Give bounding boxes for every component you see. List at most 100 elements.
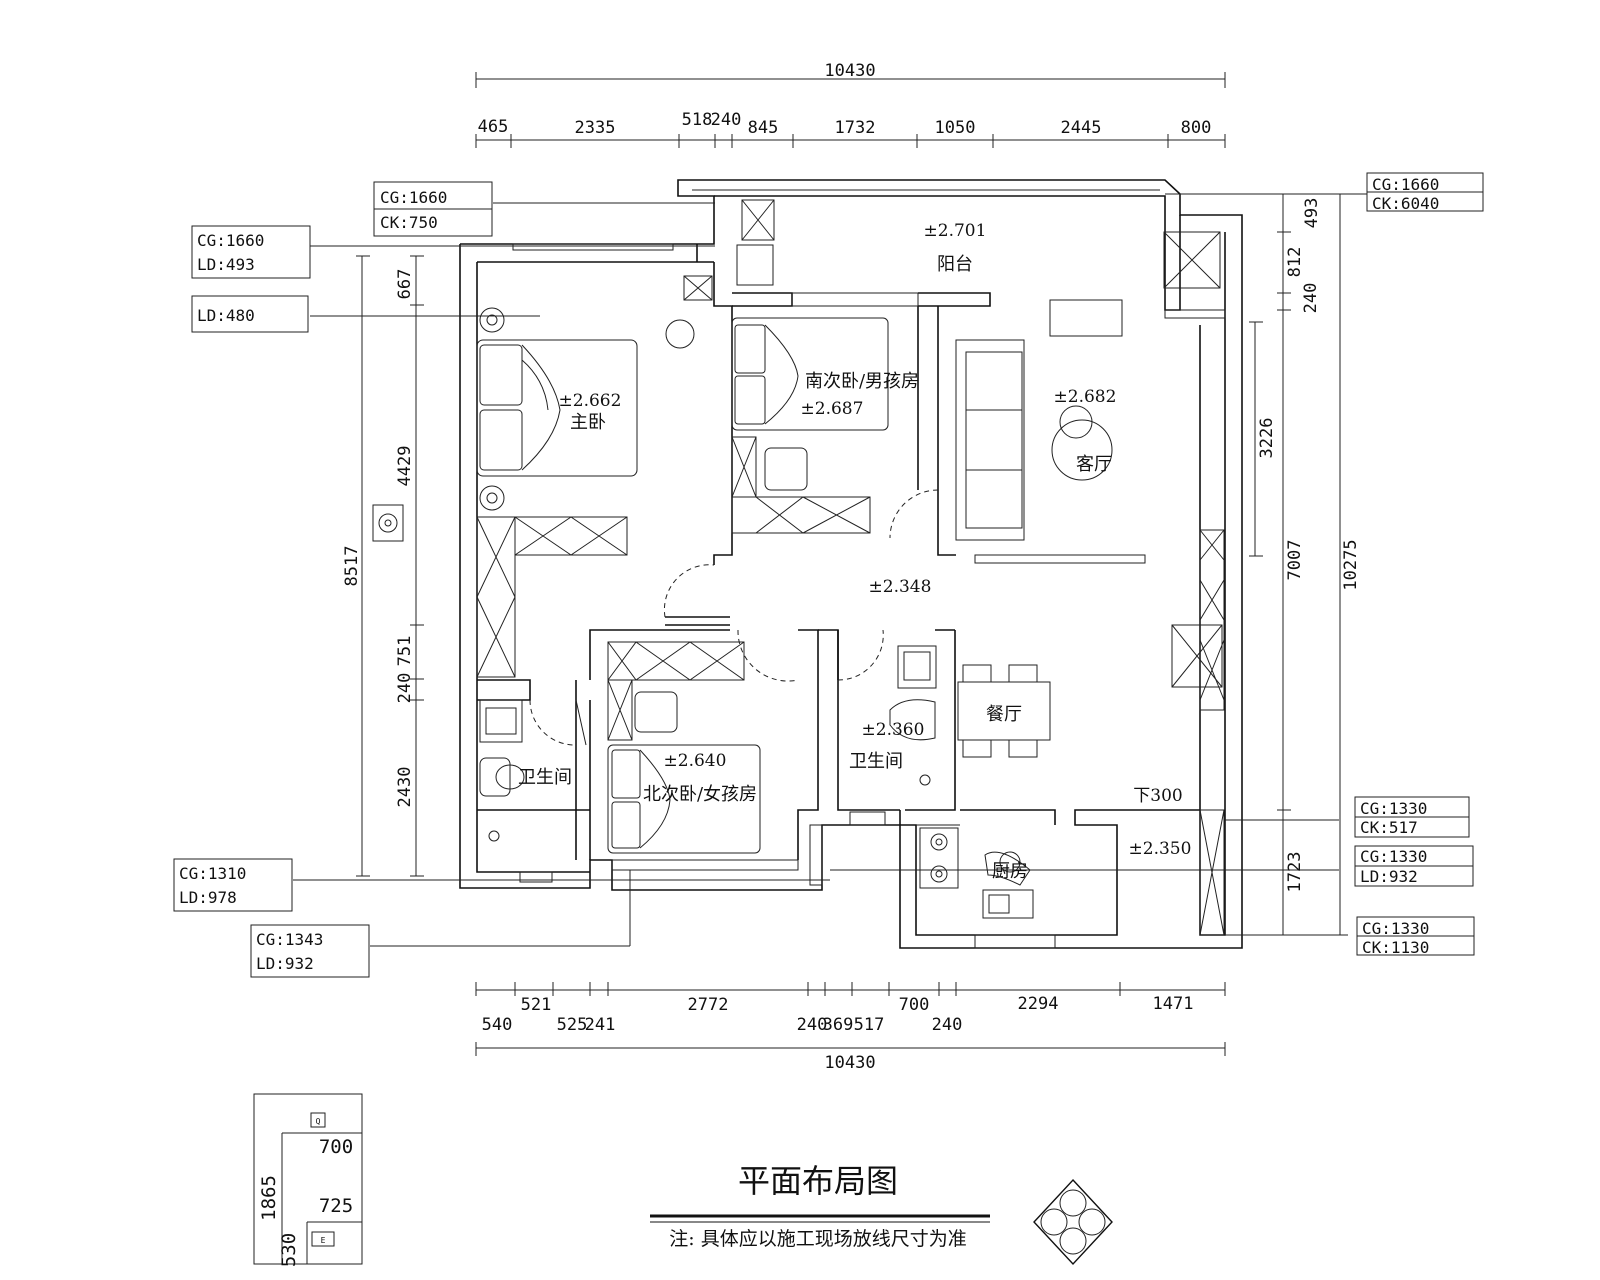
walls — [459, 179, 1243, 949]
tag-box-1: CG:1660 CK:750 — [373, 181, 493, 237]
legend-q-mark: Q — [316, 1117, 321, 1126]
right-dim-3: 240 — [1301, 283, 1321, 314]
tag-box-9: CG:1330 CK:1130 — [1356, 916, 1475, 957]
ceiling-light-symbol — [372, 504, 404, 542]
bottom-dim-521: 521 — [521, 995, 552, 1015]
left-dim-3: 751 — [395, 636, 415, 667]
right-dim-1: 493 — [1302, 198, 1322, 229]
tag-box-3: LD:480 — [191, 295, 309, 333]
room-labels: ±2.701 阳台 ±2.662 主卧 南次卧/男孩房 ±2.687 ±2.68… — [518, 221, 1191, 882]
bottom-dim-700: 700 — [899, 995, 930, 1015]
living-level: ±2.682 — [1054, 387, 1117, 407]
hall-level: ±2.348 — [869, 577, 932, 597]
top-dim-3: 518 — [682, 110, 713, 130]
tag-8-line1: CG:1343 — [256, 930, 323, 949]
bottom-dim-369: 369 — [823, 1015, 854, 1035]
bottom-dim-517: 517 — [854, 1015, 885, 1035]
tag-box-4: CG:1660 CK:6040 — [1366, 172, 1484, 213]
tag-3-line1: LD:480 — [197, 306, 255, 325]
dining-name: 餐厅 — [986, 704, 1022, 725]
tag-9-line1: CG:1330 — [1362, 919, 1429, 938]
master-level: ±2.662 — [559, 391, 622, 411]
top-total-dim: 10430 — [824, 61, 875, 81]
bottom-total-dim: 10430 — [824, 1053, 875, 1073]
tag-box-7: CG:1310 LD:978 — [173, 858, 293, 912]
bottom-dim-240a: 240 — [797, 1015, 828, 1035]
page-note: 注: 具体应以施工现场放线尺寸为准 — [669, 1228, 966, 1250]
bottom-dim-2772: 2772 — [688, 995, 729, 1015]
legend-dim-1865: 1865 — [258, 1175, 280, 1221]
south-bedroom-name: 南次卧/男孩房 — [805, 371, 919, 392]
bottom-dimension-chain: 521 2772 700 2294 1471 540 525 241 240 3… — [475, 982, 1226, 1073]
right-dim-4: 3226 — [1257, 418, 1277, 459]
kitchen-level: ±2.350 — [1129, 839, 1192, 859]
top-dimension-chain: 10430 465 2335 518 240 845 1732 1050 244… — [475, 61, 1226, 148]
tag-2-line2: LD:493 — [197, 255, 255, 274]
furniture — [476, 199, 1225, 936]
right-dim-2: 812 — [1285, 247, 1305, 278]
tag-box-2: CG:1660 LD:493 — [191, 225, 311, 279]
north-bedroom-name: 北次卧/女孩房 — [643, 784, 757, 805]
tag-2-line1: CG:1660 — [197, 231, 264, 250]
tag-4-line2: CK:6040 — [1372, 194, 1439, 213]
right-dimension-chain: 493 812 240 7007 1723 10275 3226 — [1249, 193, 1361, 936]
left-dim-2: 4429 — [395, 446, 415, 487]
left-dim-1: 667 — [395, 269, 415, 300]
top-dim-4: 240 — [711, 110, 742, 130]
bottom-dim-540: 540 — [482, 1015, 513, 1035]
right-dim-7: 1723 — [1285, 852, 1305, 893]
right-dim-5: 7007 — [1285, 540, 1305, 581]
bottom-dim-525: 525 — [557, 1015, 588, 1035]
tag-6-line2: LD:932 — [1360, 867, 1418, 886]
master-name: 主卧 — [570, 412, 606, 433]
balcony-level: ±2.701 — [924, 221, 987, 241]
top-dim-6: 1732 — [835, 118, 876, 138]
adbc-logo — [1033, 1178, 1113, 1266]
top-dim-8: 2445 — [1061, 118, 1102, 138]
tag-9-line2: CK:1130 — [1362, 938, 1429, 957]
balcony-name: 阳台 — [937, 254, 973, 275]
tag-5-line1: CG:1330 — [1360, 799, 1427, 818]
door-swings — [529, 489, 939, 746]
title-block: 平面布局图 注: 具体应以施工现场放线尺寸为准 — [650, 1162, 990, 1250]
top-dim-7: 1050 — [935, 118, 976, 138]
tag-8-line2: LD:932 — [256, 954, 314, 973]
tag-6-line1: CG:1330 — [1360, 847, 1427, 866]
kitchen-name: 厨房 — [992, 861, 1028, 882]
left-dimension-chain: 8517 667 4429 751 240 2430 — [342, 255, 424, 877]
left-dim-5: 2430 — [395, 767, 415, 808]
tag-box-8: CG:1343 LD:932 — [250, 924, 370, 978]
bottom-dim-241: 241 — [585, 1015, 616, 1035]
tag-4-line1: CG:1660 — [1372, 175, 1439, 194]
top-dim-9: 800 — [1181, 118, 1212, 138]
tag-box-6: CG:1330 LD:932 — [1354, 845, 1474, 887]
bath2-name: 卫生间 — [849, 751, 903, 772]
legend-box: Q E 700 725 1865 530 — [253, 1093, 363, 1267]
bottom-dim-240b: 240 — [932, 1015, 963, 1035]
tag-7-line2: LD:978 — [179, 888, 237, 907]
left-total-dim: 8517 — [342, 546, 362, 587]
windows — [512, 243, 1226, 949]
living-name: 客厅 — [1076, 454, 1112, 475]
bottom-dim-1471: 1471 — [1153, 994, 1194, 1014]
left-dim-4: 240 — [395, 673, 415, 704]
leader-lines — [293, 193, 1367, 947]
top-dim-2: 2335 — [575, 118, 616, 138]
bottom-dim-2294: 2294 — [1018, 994, 1059, 1014]
bath1-name: 卫生间 — [518, 767, 572, 788]
north-bedroom-level: ±2.640 — [664, 751, 727, 771]
legend-e-mark: E — [321, 1236, 326, 1245]
legend-dim-530: 530 — [278, 1233, 300, 1267]
bath2-level: ±2.360 — [862, 720, 925, 740]
top-dim-1: 465 — [478, 117, 509, 137]
tag-1-line1: CG:1660 — [380, 188, 447, 207]
step-down-label: 下300 — [1133, 786, 1182, 806]
top-dim-5: 845 — [748, 118, 779, 138]
legend-dim-725: 725 — [319, 1195, 353, 1217]
tag-5-line2: CK:517 — [1360, 818, 1418, 837]
tag-box-5: CG:1330 CK:517 — [1354, 796, 1470, 838]
legend-dim-700: 700 — [319, 1136, 353, 1158]
tag-1-line2: CK:750 — [380, 213, 438, 232]
tag-7-line1: CG:1310 — [179, 864, 246, 883]
